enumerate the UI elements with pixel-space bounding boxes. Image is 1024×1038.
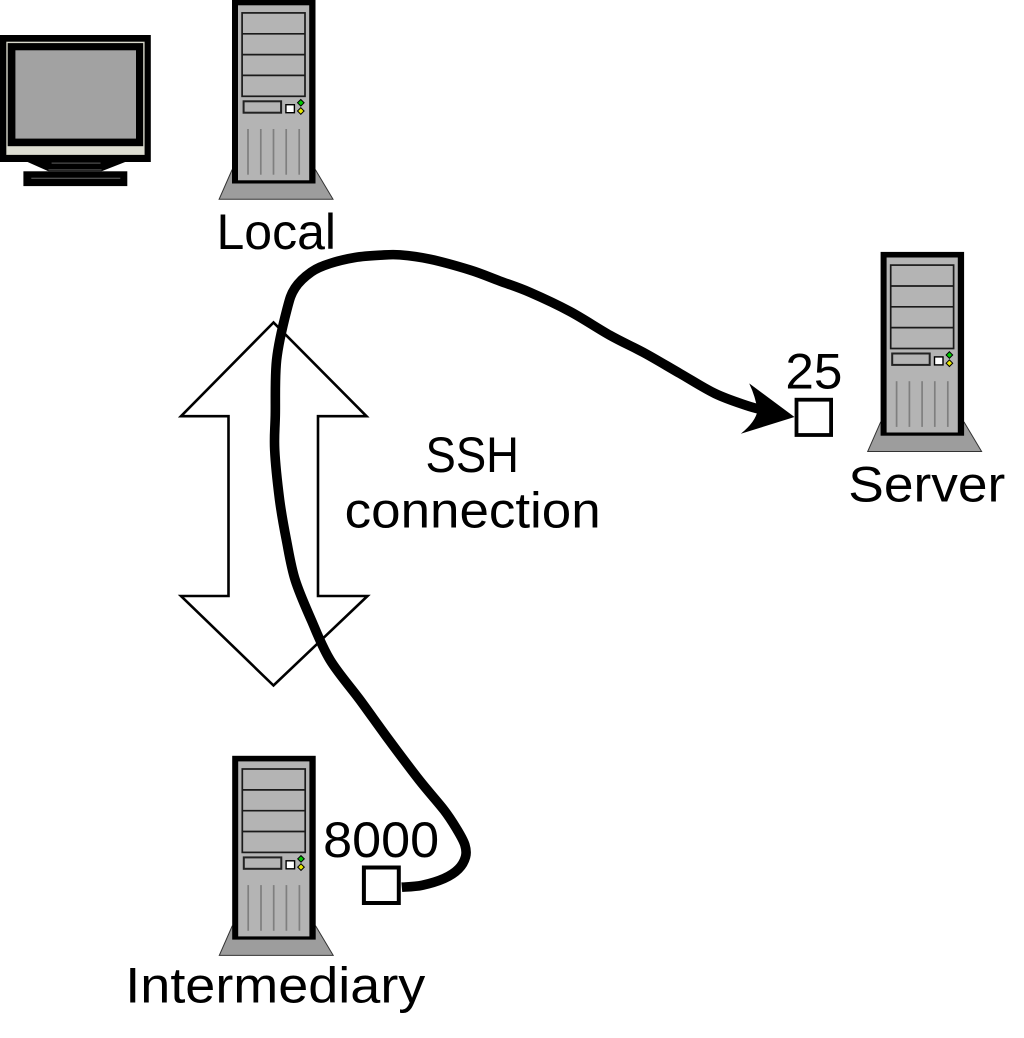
svg-text:Server: Server <box>848 456 1005 512</box>
svg-text:25: 25 <box>785 344 842 400</box>
svg-text:Intermediary: Intermediary <box>125 958 425 1014</box>
svg-text:SSH: SSH <box>426 427 520 483</box>
svg-text:connection: connection <box>345 483 601 539</box>
svg-text:Local: Local <box>217 204 337 260</box>
svg-text:8000: 8000 <box>323 812 439 868</box>
